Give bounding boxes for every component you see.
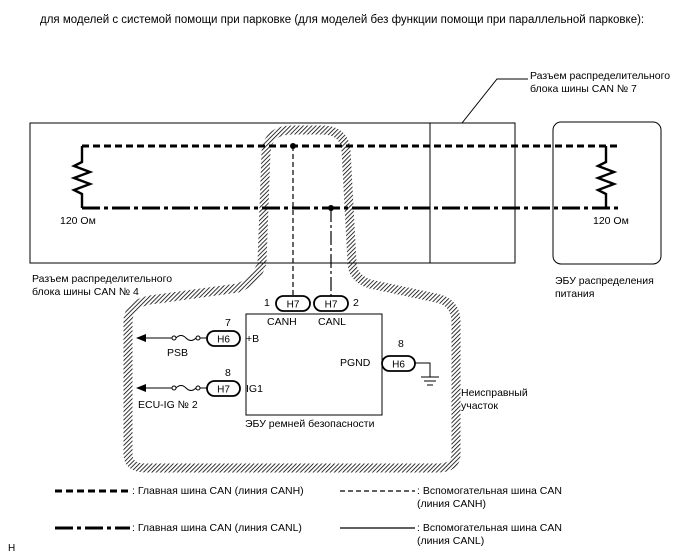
junction4-label: Разъем распределительного блока шины CAN…: [32, 273, 173, 298]
resistor-right: [594, 146, 618, 208]
pin-1-label: 1: [264, 297, 270, 309]
ecuig-wire: [145, 385, 207, 391]
psb-label: PSB: [167, 347, 189, 359]
ecuig-arrow-icon: [136, 384, 146, 392]
resistor-left: [70, 146, 94, 208]
seatbelt-ecu-label: ЭБУ ремней безопасности: [245, 418, 375, 430]
faulty-section-label: Неисправный участок: [461, 387, 528, 412]
ground-icon: [415, 362, 439, 386]
connector-h7-canl-code: H7: [325, 300, 338, 311]
pin-2-label: 2: [353, 297, 359, 309]
legend-main-canl-text: : Главная шина CAN (линия CANL): [132, 522, 302, 534]
resistor-left-label: 120 Ом: [60, 215, 96, 227]
corner-mark: H: [8, 543, 16, 554]
canh-signal-label: CANH: [267, 316, 297, 328]
resistor-right-label: 120 Ом: [593, 215, 629, 227]
connector-h6-b-code: H6: [217, 335, 230, 346]
page-heading: для моделей с системой помощи при парков…: [40, 14, 645, 26]
junction7-label: Разъем распределительного блока шины CAN…: [530, 70, 671, 95]
power-distribution-ecu: [552, 121, 662, 265]
psb-arrow-icon: [136, 334, 146, 342]
b-signal-label: +B: [246, 333, 260, 345]
canl-signal-label: CANL: [318, 316, 347, 328]
pin-8-pgnd-label: 8: [398, 338, 404, 350]
connector-h7-ig1-code: H7: [217, 385, 230, 396]
connector-h6-pgnd-code: H6: [392, 360, 405, 371]
pin-7-label: 7: [225, 317, 231, 329]
ig1-signal-label: IG1: [246, 383, 263, 395]
connector-h7-canl: [313, 295, 349, 312]
junction-block-7: [429, 122, 516, 264]
psb-wire: [145, 335, 207, 341]
connector-h7-canh-code: H7: [287, 300, 300, 311]
pgnd-signal-label: PGND: [340, 357, 371, 369]
ecuig-label: ECU-IG № 2: [138, 399, 198, 411]
faulty-section-outline: [123, 125, 461, 473]
power-ecu-label: ЭБУ распределения питания: [555, 275, 654, 300]
junction7-leader: [461, 78, 528, 124]
legend-sub-canl-text: : Вспомогательная шина CAN (линия CANL): [417, 522, 562, 547]
pin-8-ig1-label: 8: [225, 367, 231, 379]
connector-h7-canh: [275, 295, 311, 312]
legend-main-canh-text: : Главная шина CAN (линия CANH): [132, 485, 304, 497]
legend-sub-canh-text: : Вспомогательная шина CAN (линия CANH): [417, 485, 562, 510]
